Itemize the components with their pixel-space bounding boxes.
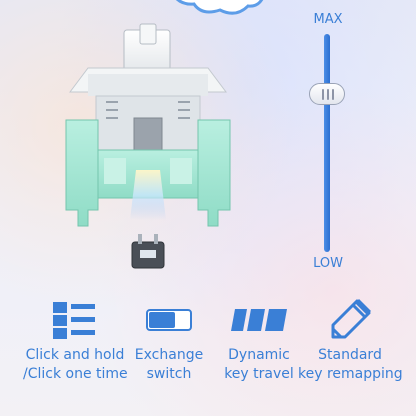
feature-label: Exchange switch (134, 347, 204, 382)
feature-label: Click and hold /Click one time (23, 347, 128, 382)
toggle-icon (117, 298, 221, 342)
cloud-icon (175, 0, 264, 15)
feature-click-hold: Click and hold /Click one time (23, 298, 128, 384)
keys-icon (207, 298, 311, 342)
slider-thumb[interactable] (309, 83, 345, 105)
slider-max-label: MAX (313, 12, 343, 27)
slider-min-label: LOW (313, 256, 343, 271)
list-icon (23, 298, 127, 342)
slider-track[interactable] (324, 34, 330, 252)
feature-exchange-switch: Exchange switch (117, 298, 221, 384)
feature-list: Click and hold /Click one time Exchange … (0, 298, 416, 408)
feature-dynamic-key-travel: Dynamic key travel (207, 298, 311, 384)
feature-label: Dynamic key travel (224, 347, 294, 382)
feature-key-remapping: Standard key remapping (298, 298, 403, 384)
feature-label: Standard key remapping (298, 347, 403, 382)
pencil-icon (298, 298, 402, 342)
key-travel-slider[interactable]: MAX LOW (298, 8, 358, 278)
mechanical-switch-illustration (48, 20, 248, 280)
